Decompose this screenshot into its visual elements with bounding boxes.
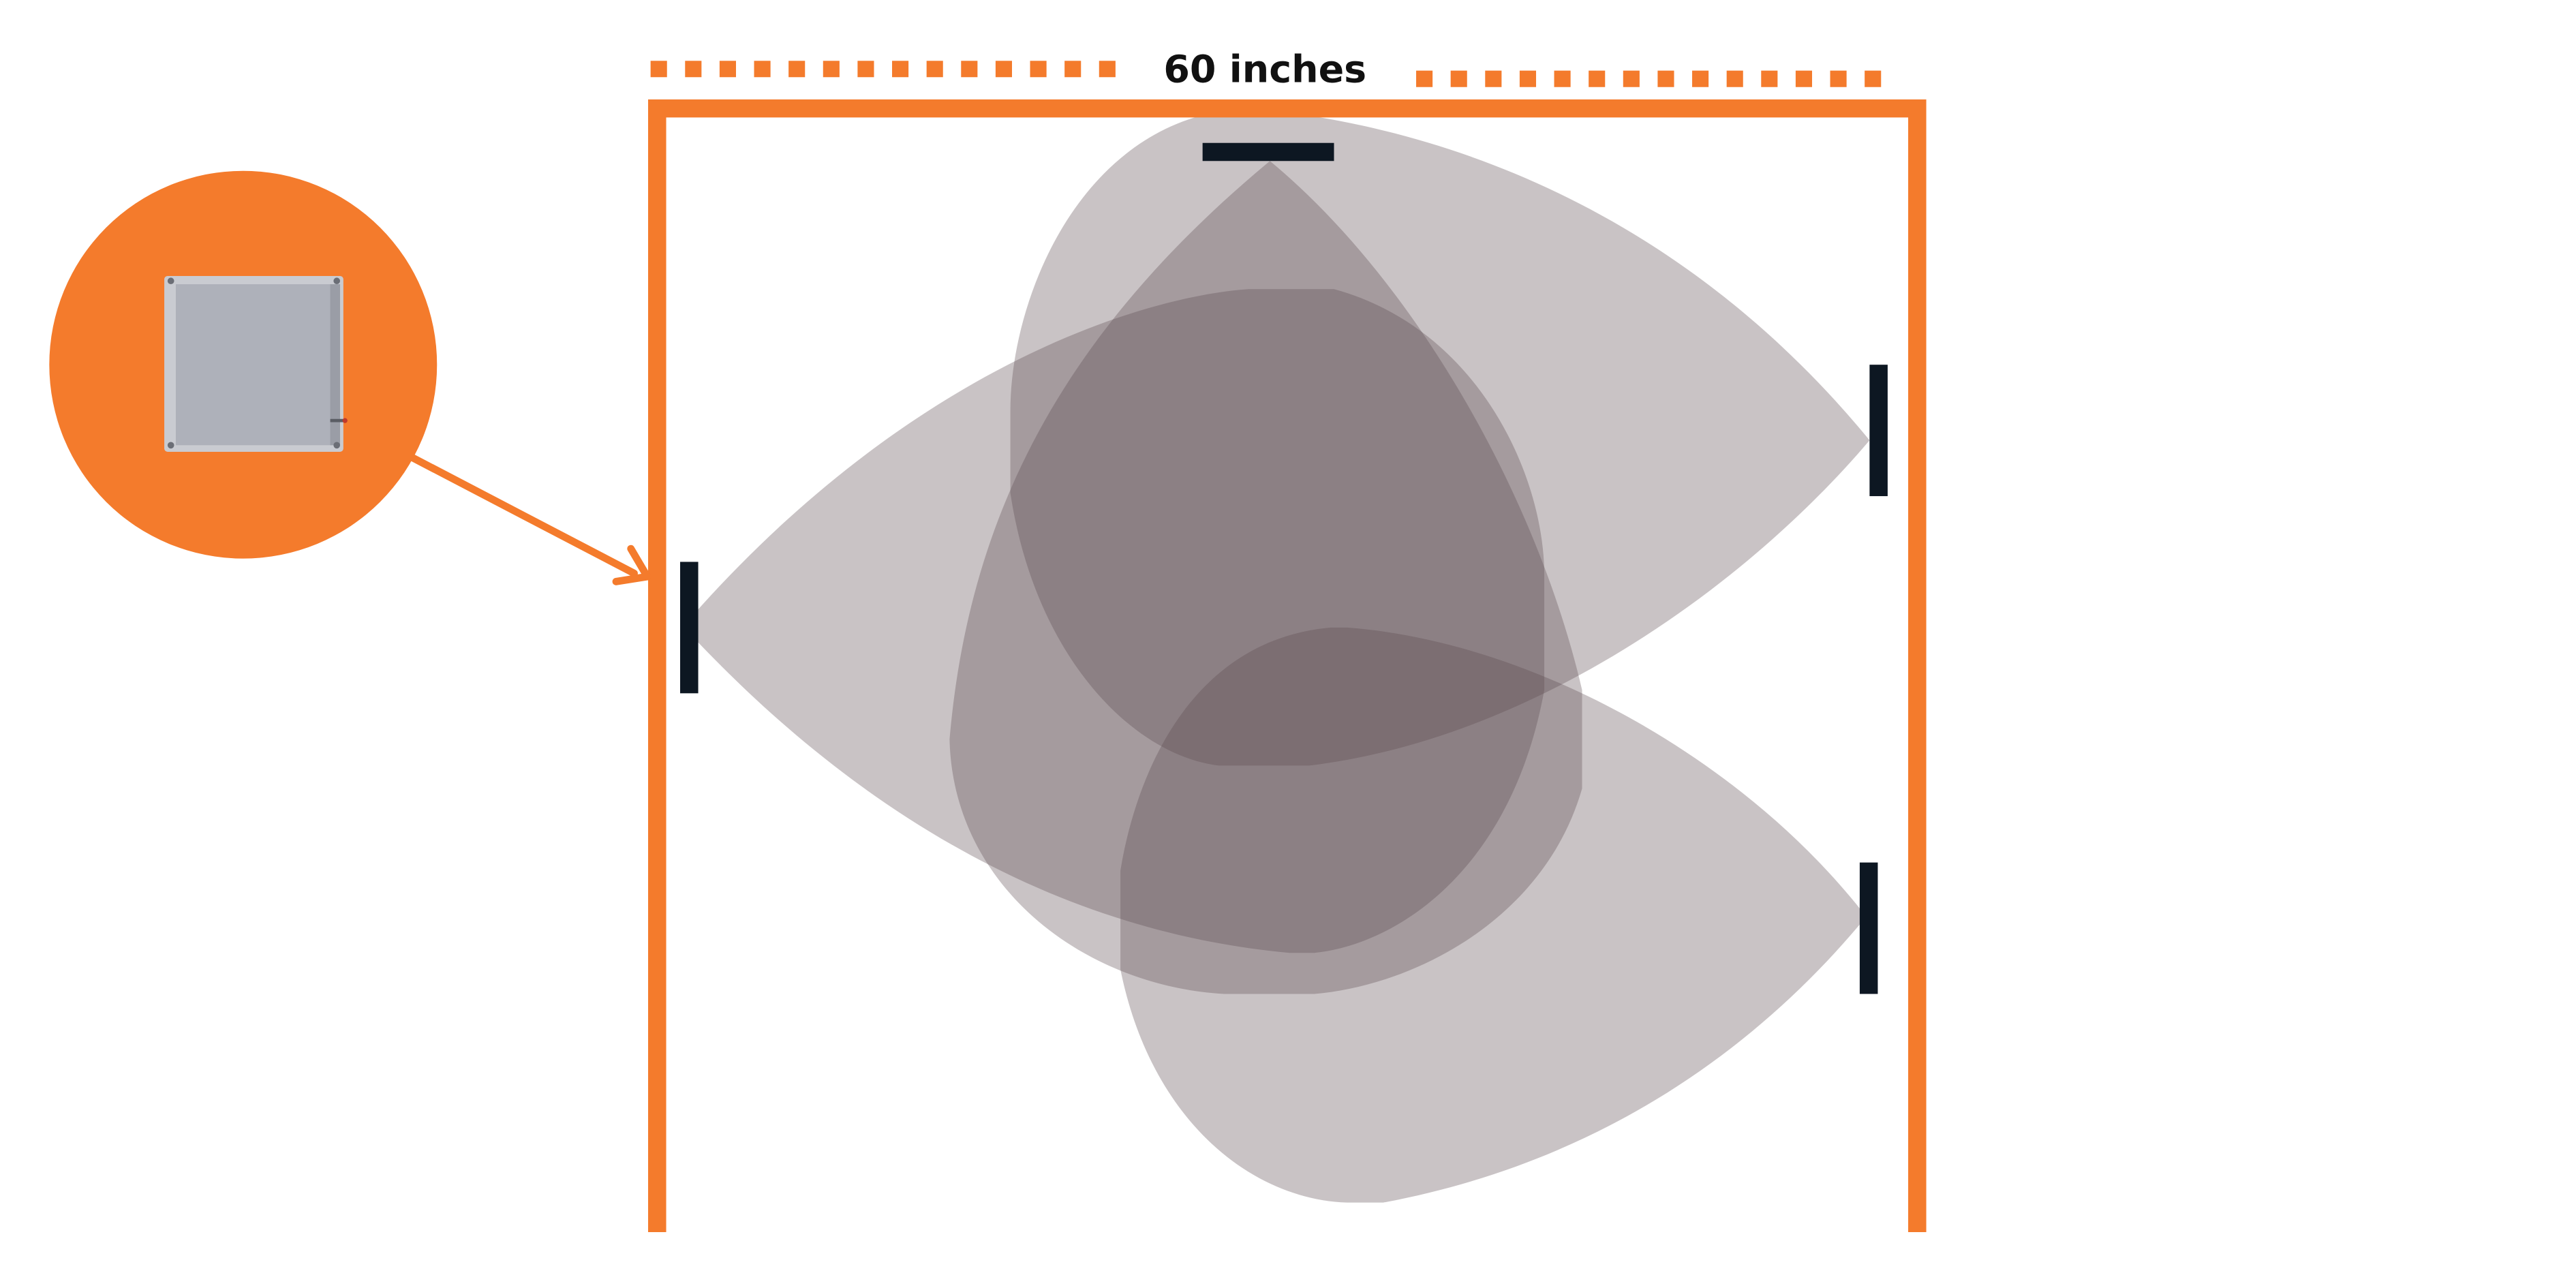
panel-edge-right (330, 284, 341, 446)
antenna-left (680, 562, 699, 694)
coverage-fields (696, 108, 1870, 1203)
antenna-right-upper (1869, 365, 1888, 497)
coverage-lobe-top (949, 161, 1582, 994)
arrow-right-icon (407, 453, 651, 585)
panel-screw (333, 442, 341, 449)
arrow-shaft (407, 453, 638, 577)
antennas (680, 142, 1888, 994)
rfid-antenna-panel-icon (49, 170, 438, 559)
frame-outline (648, 99, 1927, 1233)
enclosure-frame (648, 99, 1927, 1233)
panel-connector-tip (342, 418, 348, 423)
coverage-lobe-right-upper (1010, 108, 1870, 766)
panel-screw (167, 277, 174, 285)
coverage-lobe-left (696, 289, 1545, 953)
panel-screw (167, 442, 174, 449)
arrow-head (612, 545, 651, 585)
antenna-top (1202, 142, 1334, 162)
panel-face (175, 284, 332, 446)
panel-screw (333, 277, 341, 285)
dimension-indicator: 60 inches (650, 48, 1898, 92)
antenna-right-lower (1859, 862, 1878, 994)
coverage-lobe-right-lower (1120, 627, 1867, 1203)
dimension-label: 60 inches (1163, 48, 1366, 92)
